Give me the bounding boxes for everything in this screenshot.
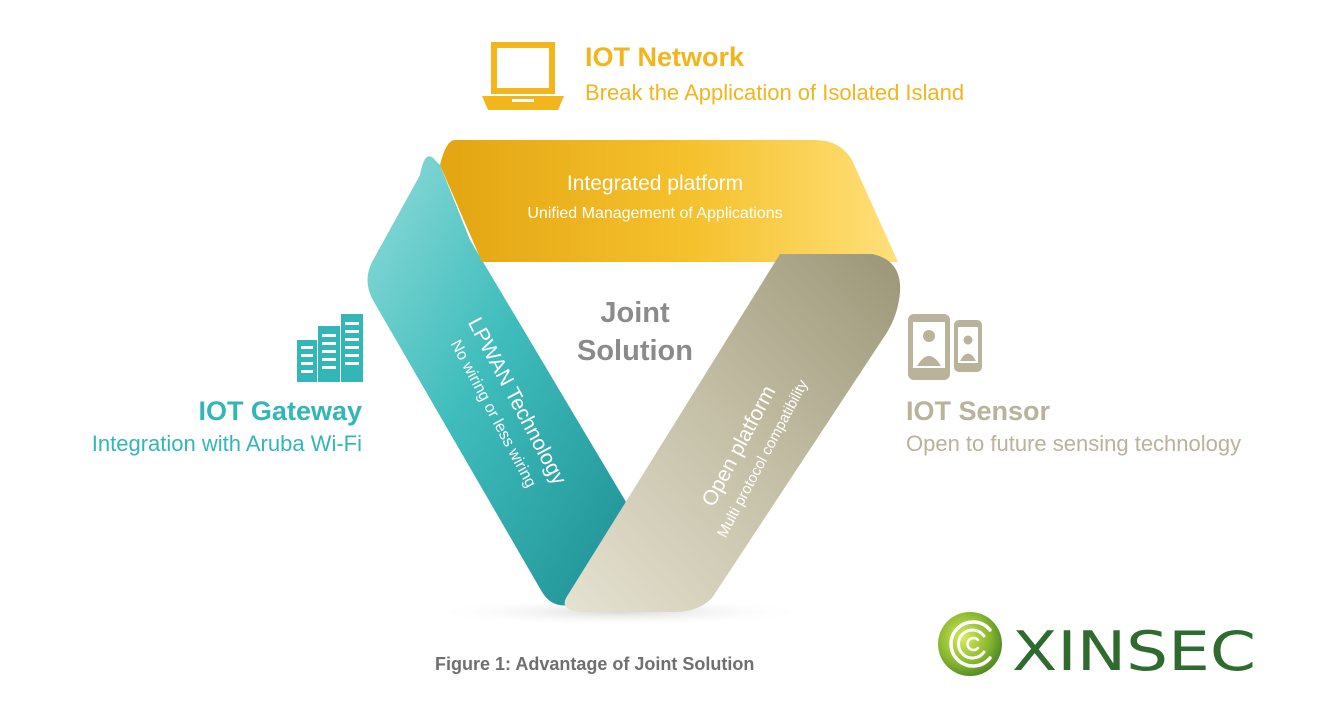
sensor-title: IOT Sensor — [906, 396, 1051, 426]
xinsec-logo: XINSEC — [938, 612, 1256, 683]
gateway-subtitle: Integration with Aruba Wi-Fi — [91, 431, 362, 456]
band-left — [367, 156, 632, 606]
top-band-subtitle: Unified Management of Applications — [527, 205, 782, 222]
logo-wordmark: XINSEC — [1012, 620, 1256, 683]
band-right — [564, 254, 901, 612]
sensor-subtitle: Open to future sensing technology — [906, 431, 1242, 456]
center-label: Joint Solution — [577, 297, 693, 367]
figure-caption: Figure 1: Advantage of Joint Solution — [435, 654, 755, 674]
network-title: IOT Network — [585, 42, 745, 72]
laptop-icon — [482, 42, 564, 110]
band-top — [440, 140, 898, 262]
top-band-title: Integrated platform — [567, 172, 743, 195]
mobile-devices-icon — [908, 314, 982, 380]
network-subtitle: Break the Application of Isolated Island — [585, 80, 965, 105]
gateway-title: IOT Gateway — [198, 396, 362, 426]
building-icon — [297, 314, 363, 382]
